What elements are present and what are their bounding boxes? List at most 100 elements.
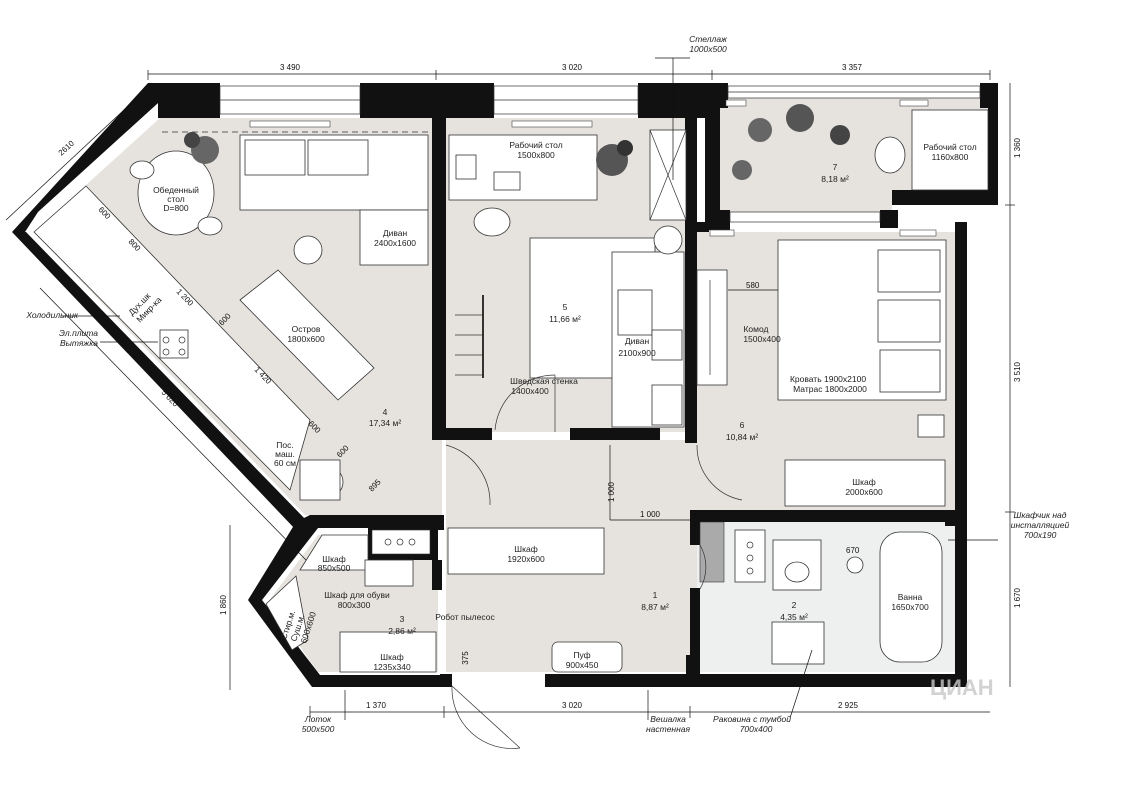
fridge-label: Холодильник	[25, 310, 79, 320]
desk-7-size: 1160x800	[932, 152, 969, 162]
tray-label-1: Лоток	[304, 714, 332, 724]
dishwasher-label-1: Пос.	[276, 440, 293, 450]
bathtub	[879, 531, 943, 663]
wardrobe-3a-label: Шкаф	[322, 554, 345, 564]
shoe-cabinet-size: 800x300	[338, 600, 371, 610]
room-7-area: 8,18 м²	[821, 174, 849, 184]
island-size: 1800x600	[287, 334, 325, 344]
sofa-5-size: 2100x900	[618, 348, 656, 358]
wardrobe-3b-size: 1235x340	[373, 662, 411, 672]
wardrobe-6-size: 2000x600	[845, 487, 883, 497]
sofa-4-chaise	[359, 209, 429, 266]
dim-top-1: 3 490	[280, 63, 301, 72]
dim-right-3: 1 670	[1013, 587, 1022, 608]
room-5-area: 11,66 м²	[549, 314, 581, 324]
dim-int-10: 670	[846, 546, 860, 555]
sink-label-1: Раковина с тумбой	[713, 714, 791, 724]
hanger-label-2: настенная	[646, 724, 691, 734]
bed-size: Матрас 1800x2000	[793, 384, 867, 394]
dresser-label: Комод	[743, 324, 768, 334]
washer-3	[265, 575, 309, 651]
desk-5	[448, 134, 598, 201]
wardrobe-1	[447, 527, 605, 575]
dishwasher-label-2: маш.	[275, 449, 295, 459]
tray-label-2: 500x500	[302, 724, 335, 734]
desk-7	[911, 109, 989, 191]
shelf-size: 1000x500	[689, 44, 727, 54]
shoe-cabinet-label: Шкаф для обуви	[324, 590, 390, 600]
washer-2	[734, 529, 766, 583]
dishwasher-label-3: 60 см	[274, 458, 296, 468]
stove-label-2: Вытяжка	[60, 338, 98, 348]
wardrobe-3b-label: Шкаф	[380, 652, 403, 662]
dining-label-3: D=800	[163, 203, 189, 213]
bath-size: 1650x700	[891, 602, 929, 612]
wardrobe-3a-size: 850x500	[318, 563, 351, 573]
dim-bottom-3: 2 925	[838, 701, 859, 710]
bath-label: Ванна	[898, 592, 923, 602]
furniture	[33, 109, 989, 673]
shelf-label: Стеллаж	[689, 34, 728, 44]
room-5-number: 5	[563, 302, 568, 312]
room-labels: 4 17,34 м² 5 11,66 м² 7 8,18 м² 6 10,84 …	[369, 162, 849, 636]
watermark: ЦИАН	[930, 675, 994, 700]
dim-diag-outer: 2610	[57, 138, 77, 157]
room-4-area: 17,34 м²	[369, 418, 401, 428]
dim-int-11: 1 000	[607, 481, 616, 502]
dresser	[696, 269, 728, 386]
room-4-number: 4	[383, 407, 388, 417]
leader-lines	[62, 57, 998, 720]
dim-top-2: 3 020	[562, 63, 583, 72]
bed-label: Кровать 1900x2100	[790, 374, 866, 384]
pouf	[551, 641, 623, 673]
dim-bottom-1: 1 370	[366, 701, 387, 710]
wardrobe-3b	[339, 631, 437, 673]
island	[239, 269, 375, 401]
dim-left-1: 1 860	[219, 594, 228, 615]
dimension-labels: 3 490 3 020 3 357 1 370 3 020 2 925 1 36…	[57, 63, 1022, 710]
pouf-size: 900x450	[566, 660, 599, 670]
swedish-size: 1400x400	[511, 386, 549, 396]
wardrobe-6-label: Шкаф	[852, 477, 875, 487]
dim-top-3: 3 357	[842, 63, 863, 72]
plants	[184, 104, 850, 180]
radiators	[249, 99, 937, 237]
sofa-5-label: Диван	[625, 336, 650, 346]
stove-label-1: Эл.плита	[59, 328, 98, 338]
callout-labels: Холодильник Эл.плита Вытяжка Шкафчик над…	[25, 310, 1069, 734]
room-1-number: 1	[653, 590, 658, 600]
cabinet-label-1: Шкафчик над	[1014, 510, 1067, 520]
room-6-area: 10,84 м²	[726, 432, 758, 442]
dim-int-9: 580	[746, 281, 760, 290]
dining-label-2: стол	[167, 194, 185, 204]
room-4-floor	[34, 118, 442, 515]
hanger-label-1: Вешалка	[650, 714, 686, 724]
desk-5-label: Рабочий стол	[509, 140, 562, 150]
sink	[771, 621, 825, 665]
room-6-number: 6	[740, 420, 745, 430]
dining-label-1: Обеденный	[153, 185, 199, 195]
desk-5-size: 1500x800	[517, 150, 555, 160]
sofa-4-label: Диван	[383, 228, 408, 238]
wardrobe-1-size: 1920x600	[507, 554, 545, 564]
dim-right-1: 1 360	[1013, 137, 1022, 158]
desk-7-label: Рабочий стол	[923, 142, 976, 152]
shoe-cabinet	[364, 559, 414, 587]
dining-table	[137, 150, 215, 236]
room-2-area: 4,35 м²	[780, 612, 808, 622]
sofa-4-size: 2400x1600	[374, 238, 416, 248]
dim-int-13: 375	[461, 651, 470, 665]
pouf-label: Пуф	[573, 650, 590, 660]
dimension-lines	[5, 70, 1015, 718]
room-3-number: 3	[400, 614, 405, 624]
dim-right-2: 3 510	[1013, 361, 1022, 382]
windows	[219, 85, 981, 223]
room-2-number: 2	[792, 600, 797, 610]
dim-bottom-2: 3 020	[562, 701, 583, 710]
sink-label-2: 700x400	[740, 724, 773, 734]
wardrobe-6	[784, 459, 946, 507]
dresser-size: 1500x400	[743, 334, 781, 344]
doors	[445, 374, 743, 749]
dim-int-12: 1 000	[640, 510, 661, 519]
